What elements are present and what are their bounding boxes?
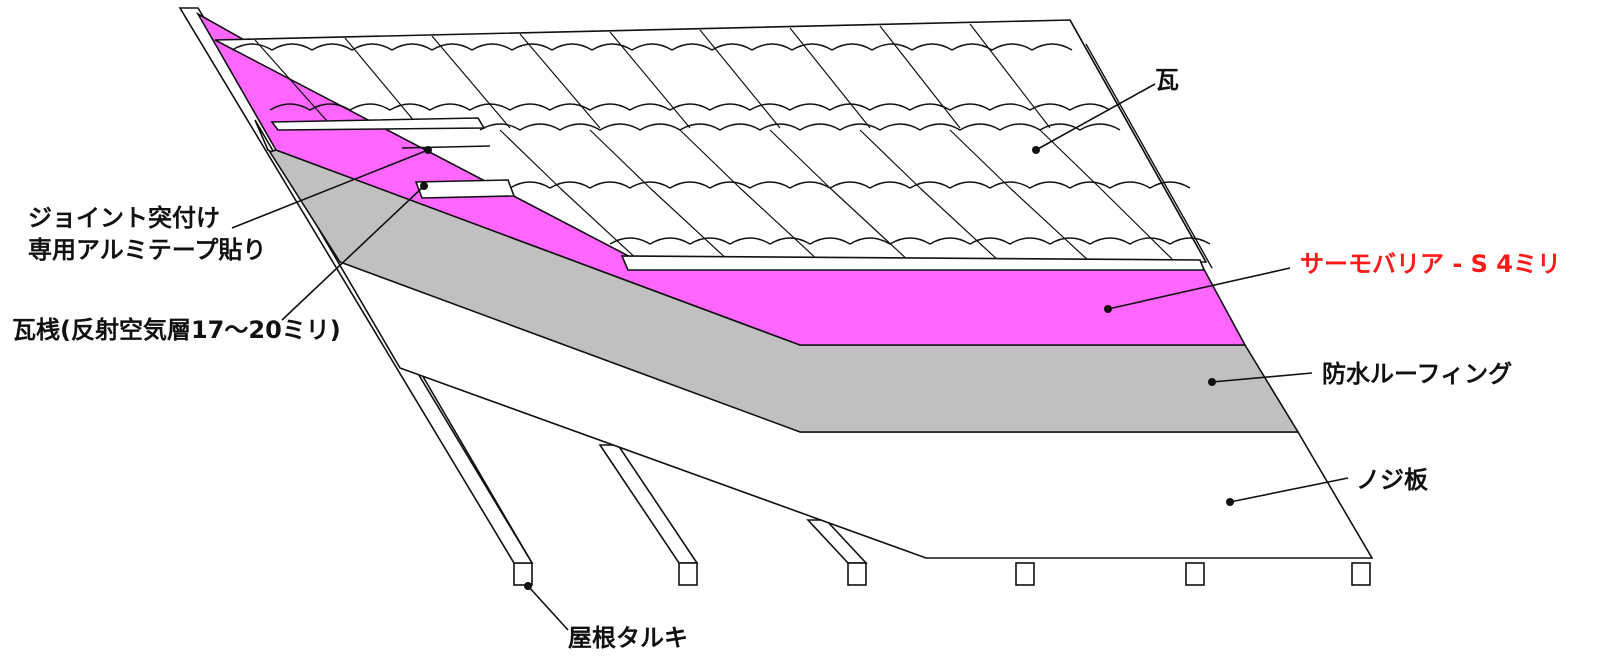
rafter-3-end xyxy=(847,562,867,586)
label-barrier: サーモバリア - S 4ミリ xyxy=(1300,250,1561,278)
leader-lines xyxy=(231,83,1349,631)
leader-tape xyxy=(231,149,429,229)
rafter-left-end xyxy=(513,562,533,586)
leader-barrier xyxy=(1107,267,1291,310)
leader-rafter xyxy=(527,585,569,631)
rafter-6-end xyxy=(1351,562,1371,586)
leader-tile xyxy=(1035,83,1156,151)
label-tile: 瓦 xyxy=(1155,66,1179,94)
label-tape-line2: 専用アルミテープ貼り xyxy=(28,236,266,264)
rafter-2-end xyxy=(678,562,698,586)
tape-seam xyxy=(401,145,491,149)
label-tape-line1: ジョイント突付け xyxy=(28,204,220,232)
leader-batten xyxy=(281,185,425,321)
batten-1 xyxy=(270,117,486,131)
leader-roofing xyxy=(1211,372,1313,383)
label-batten: 瓦桟(反射空気層17～20ミリ) xyxy=(12,316,341,344)
label-roofing: 防水ルーフィング xyxy=(1322,360,1512,388)
batten-3 xyxy=(620,255,1206,271)
rafter-5-end xyxy=(1185,562,1205,586)
batten-2 xyxy=(414,179,516,199)
label-rafter: 屋根タルキ xyxy=(568,624,688,652)
rafter-4-end xyxy=(1015,562,1035,586)
label-sheathing: ノジ板 xyxy=(1356,466,1429,494)
battens xyxy=(270,117,1206,271)
leader-sheathing xyxy=(1229,477,1349,503)
